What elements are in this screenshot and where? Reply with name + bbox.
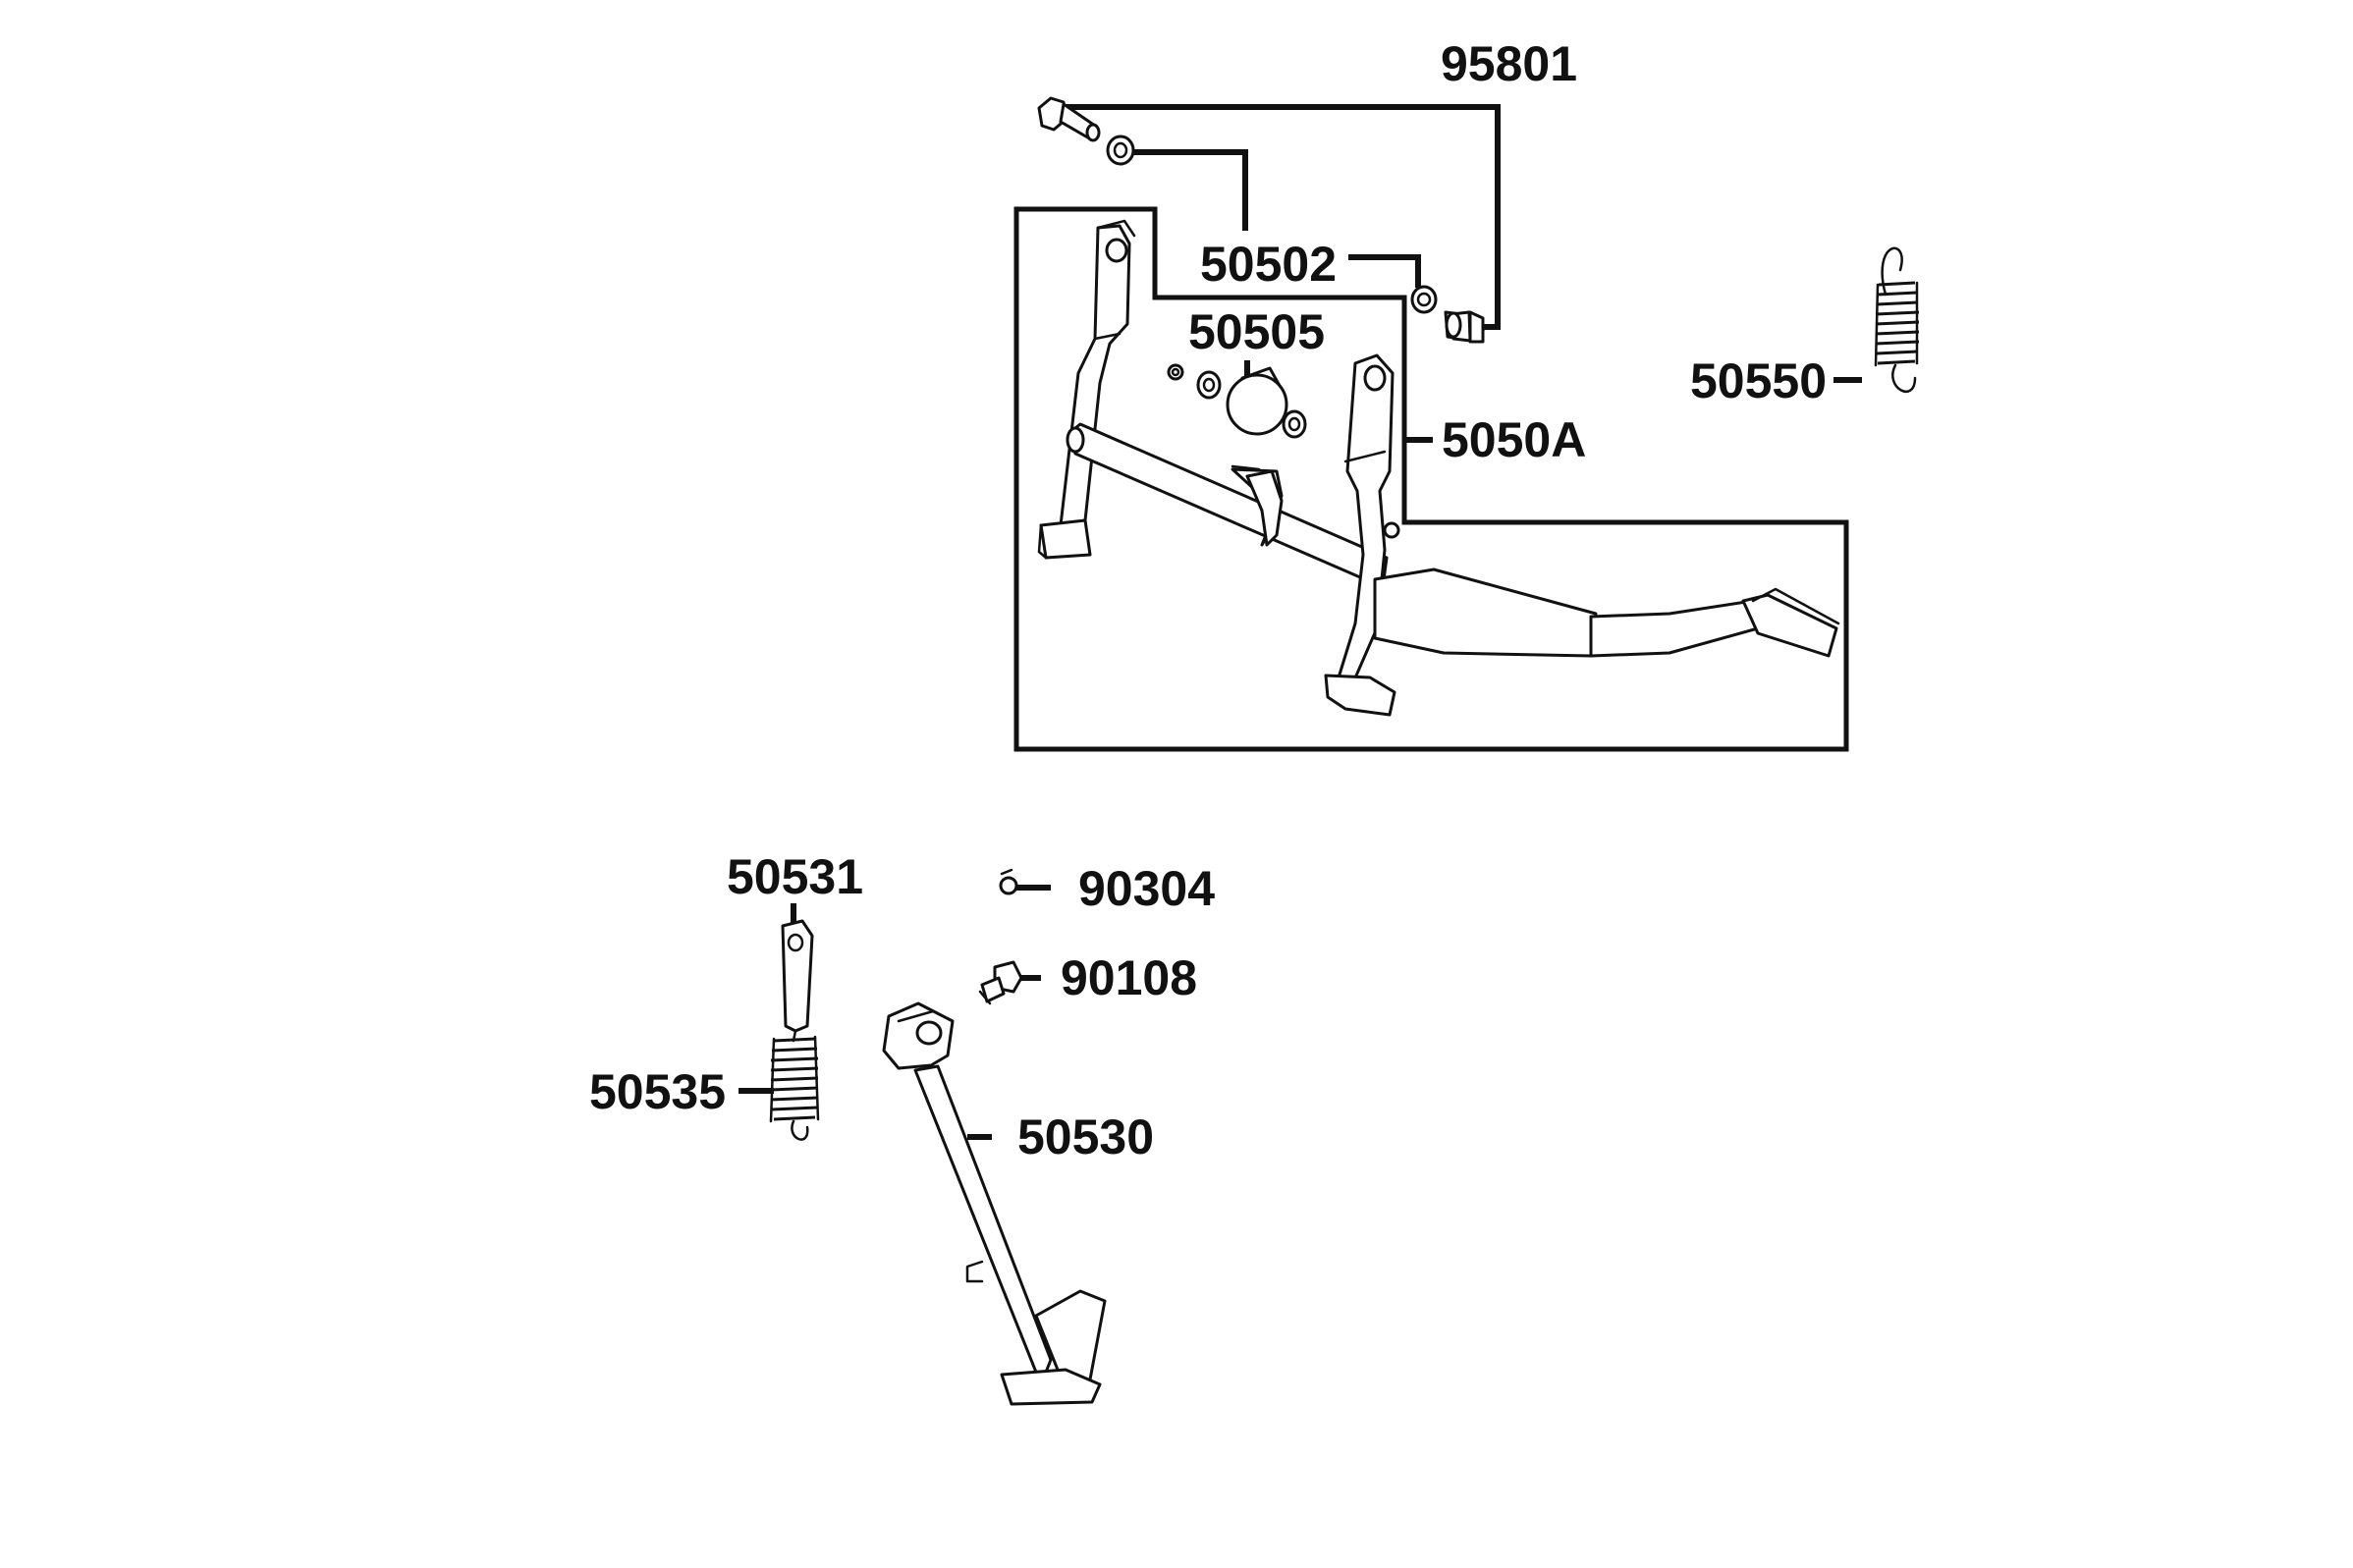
collar-50502-lower	[1410, 285, 1438, 314]
bolt-90108	[978, 960, 1023, 1005]
label-50531: 50531	[727, 849, 863, 904]
spring-50535	[769, 1035, 820, 1141]
label-50505: 50505	[1188, 304, 1325, 359]
main-stand-group-box	[1013, 206, 1849, 752]
label-50550: 50550	[1690, 353, 1827, 408]
label-50502: 50502	[1200, 237, 1337, 292]
leader-95801	[1065, 104, 1501, 330]
bolt-95801-lower	[1444, 310, 1486, 344]
plate-50531	[781, 919, 814, 1043]
bolt-90304	[999, 868, 1018, 895]
label-90108: 90108	[1061, 950, 1197, 1005]
main-stand-5050A	[1037, 219, 1840, 717]
label-5050A: 5050A	[1442, 412, 1586, 467]
leader-50502	[1128, 149, 1421, 288]
side-stand-50530	[882, 1001, 1107, 1406]
label-90304: 90304	[1078, 861, 1215, 916]
label-50530: 50530	[1017, 1109, 1154, 1164]
bolt-95801-upper	[1037, 96, 1101, 142]
spring-50550	[1874, 246, 1920, 393]
label-95801: 95801	[1441, 36, 1577, 91]
label-50535: 50535	[589, 1064, 726, 1119]
collar-50502-upper	[1106, 135, 1135, 166]
stopper-50505	[1167, 363, 1307, 439]
